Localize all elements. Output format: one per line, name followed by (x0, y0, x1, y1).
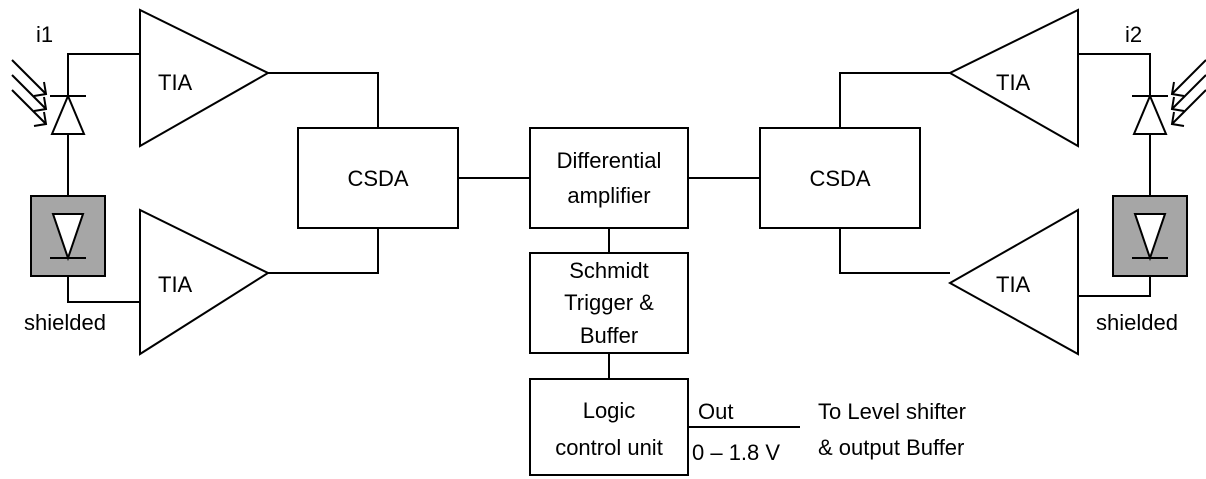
left-tia-bottom: TIA (139, 208, 271, 356)
logic-control-unit-block: Logic control unit (529, 378, 689, 476)
left-current-label: i1 (36, 22, 53, 47)
right-tia-bottom: TIA (947, 208, 1079, 356)
right-wires (688, 53, 1151, 297)
right-csda-label: CSDA (809, 166, 870, 191)
diff-amp-label-line1: Differential (557, 148, 662, 173)
left-shielded-photodiode-icon (30, 195, 106, 277)
left-tia-top-label: TIA (158, 70, 193, 95)
out-label: Out (698, 399, 733, 424)
voltage-label: 0 – 1.8 V (692, 440, 780, 465)
left-wires (67, 53, 530, 303)
right-tia-top: TIA (947, 8, 1079, 148)
right-photodiode-channel: i2 shielded (1096, 22, 1206, 335)
schmidt-trigger-block: Schmidt Trigger & Buffer (529, 252, 689, 354)
left-photodiode-icon (50, 93, 86, 135)
left-photodiode-channel: i1 shielded (11, 22, 106, 335)
right-tia-bottom-label: TIA (996, 272, 1031, 297)
diff-amp-label-line2: amplifier (567, 183, 650, 208)
schmidt-label-line3: Buffer (580, 323, 638, 348)
left-tia-top: TIA (139, 8, 271, 148)
right-tia-top-label: TIA (996, 70, 1031, 95)
left-csda-label: CSDA (347, 166, 408, 191)
right-shielded-photodiode-icon (1112, 195, 1188, 277)
right-shielded-label: shielded (1096, 310, 1178, 335)
left-shielded-label: shielded (24, 310, 106, 335)
left-csda-block: CSDA (297, 127, 459, 229)
output-section: Out 0 – 1.8 V To Level shifter & output … (688, 399, 966, 465)
left-tia-bottom-label: TIA (158, 272, 193, 297)
right-incident-light-icon (1170, 59, 1206, 127)
right-csda-block: CSDA (759, 127, 921, 229)
right-current-label: i2 (1125, 22, 1142, 47)
differential-amplifier-block: Differential amplifier (529, 127, 689, 229)
destination-label-line1: To Level shifter (818, 399, 966, 424)
right-photodiode-icon (1132, 93, 1168, 135)
left-incident-light-icon (11, 59, 48, 127)
schmidt-label-line1: Schmidt (569, 258, 648, 283)
destination-label-line2: & output Buffer (818, 435, 964, 460)
logic-label-line1: Logic (583, 398, 636, 423)
schmidt-label-line2: Trigger & (564, 290, 654, 315)
logic-label-line2: control unit (555, 435, 663, 460)
